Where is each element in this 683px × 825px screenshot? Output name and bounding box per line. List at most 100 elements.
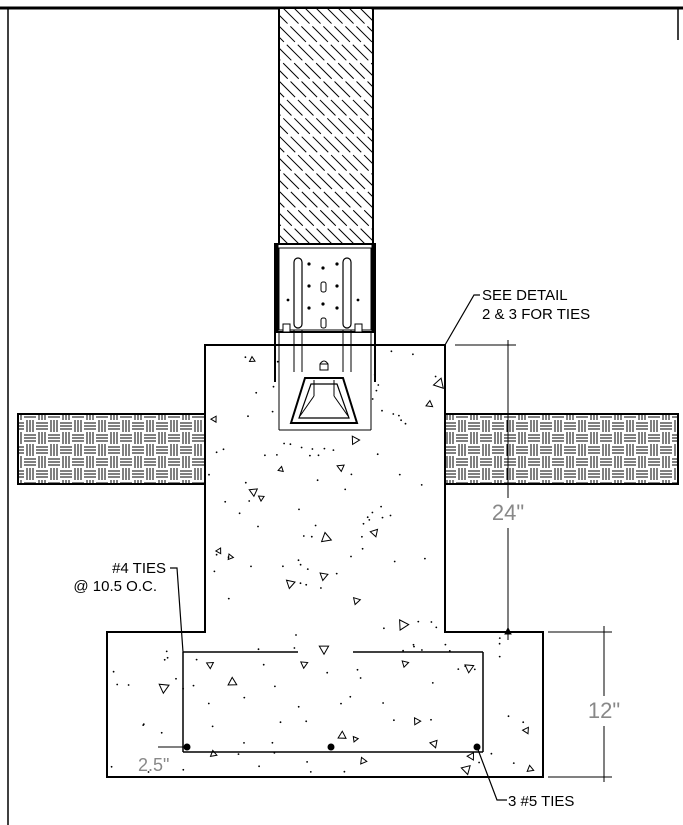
aggregate-stone xyxy=(158,683,170,695)
aggregate-speck xyxy=(160,731,163,734)
aggregate-speck xyxy=(250,565,252,568)
aggregate-speck xyxy=(237,753,240,755)
aggregate-speck xyxy=(507,715,510,718)
aggregate-speck xyxy=(335,572,338,575)
aggregate-speck xyxy=(381,516,384,519)
aggregate-speck xyxy=(430,718,432,721)
wood-grain-line xyxy=(304,8,373,77)
aggregate-speck xyxy=(255,391,258,394)
aggregate-speck xyxy=(389,514,392,517)
aggregate-stone xyxy=(320,531,333,543)
aggregate-speck xyxy=(402,649,404,652)
bottom-bars-note: 3 #5 TIES xyxy=(508,793,574,810)
aggregate-speck xyxy=(417,620,420,623)
concrete-footing xyxy=(106,344,544,778)
aggregate-speck xyxy=(377,384,380,386)
aggregate-speck xyxy=(297,705,300,708)
aggregate-speck xyxy=(361,547,364,550)
wood-grain-line xyxy=(279,47,373,143)
aggregate-speck xyxy=(165,650,168,653)
aggregate-speck xyxy=(116,683,119,686)
aggregate-speck xyxy=(412,643,415,646)
aggregate-speck xyxy=(371,511,374,514)
aggregate-stone xyxy=(464,664,475,674)
aggregate-stone xyxy=(285,579,296,590)
aggregate-speck xyxy=(243,696,246,699)
wood-grain-line xyxy=(315,8,373,66)
aggregate-speck xyxy=(248,500,251,502)
aggregate-speck xyxy=(498,642,501,645)
aggregate-speck xyxy=(421,649,423,651)
aggregate-speck xyxy=(295,634,297,636)
wood-grain-line xyxy=(359,8,373,22)
aggregate-speck xyxy=(247,415,249,418)
aggregate-speck xyxy=(110,765,113,768)
aggregate-speck xyxy=(300,446,303,449)
aggregate-speck xyxy=(314,524,317,527)
aggregate-stone xyxy=(337,730,347,739)
aggregate-speck xyxy=(258,765,260,768)
wood-grain-line xyxy=(279,113,373,209)
aggregate-speck xyxy=(293,647,296,649)
aggregate-speck xyxy=(306,568,309,570)
concrete-aggregate xyxy=(110,350,535,776)
aggregate-speck xyxy=(478,761,480,764)
aggregate-speck xyxy=(362,522,365,525)
wood-grain-line xyxy=(279,179,344,244)
aggregate-speck xyxy=(289,443,292,446)
wood-grain-line xyxy=(279,190,333,244)
aggregate-speck xyxy=(163,658,166,661)
aggregate-speck xyxy=(343,770,346,773)
aggregate-speck xyxy=(243,742,245,744)
rebar-dot-middle xyxy=(327,743,335,751)
aggregate-stone xyxy=(318,645,330,656)
aggregate-speck xyxy=(244,356,247,359)
aggregate-speck xyxy=(207,702,210,705)
aggregate-speck xyxy=(473,668,476,671)
aggregate-speck xyxy=(400,419,402,422)
wood-grain-line xyxy=(279,135,373,231)
aggregate-speck xyxy=(398,473,401,476)
aggregate-stone xyxy=(352,735,360,743)
aggregate-speck xyxy=(213,570,216,573)
aggregate-speck xyxy=(112,670,115,673)
wood-grain-line xyxy=(30,8,266,244)
aggregate-stone xyxy=(401,660,410,669)
aggregate-speck xyxy=(142,724,145,726)
aggregate-speck xyxy=(306,761,308,763)
aggregate-speck xyxy=(244,481,247,484)
aggregate-speck xyxy=(305,583,308,586)
wood-grain-line xyxy=(393,8,629,244)
aggregate-stone xyxy=(227,676,238,686)
aggregate-speck xyxy=(299,563,302,566)
aggregate-speck xyxy=(297,559,300,562)
wood-grain-line xyxy=(279,223,300,244)
aggregate-stone xyxy=(257,495,265,503)
aggregate-stone xyxy=(428,739,438,749)
aggregate-stone xyxy=(360,756,368,765)
aggregate-speck xyxy=(349,695,352,698)
dimension-12-mask xyxy=(576,696,632,726)
wood-grain-line xyxy=(279,36,373,132)
wood-grain-line xyxy=(279,168,355,244)
aggregate-speck xyxy=(356,668,359,671)
aggregate-speck xyxy=(430,621,433,623)
aggregate-speck xyxy=(309,454,311,457)
wood-grain-line xyxy=(279,157,366,244)
see-detail-note-line2: 2 & 3 FOR TIES xyxy=(482,306,590,323)
aggregate-speck xyxy=(435,626,438,629)
aggregate-speck xyxy=(282,565,284,568)
aggregate-speck xyxy=(393,719,395,722)
wood-post xyxy=(30,7,629,245)
ties-note-line1: #4 TIES xyxy=(112,560,166,577)
aggregate-speck xyxy=(208,473,210,476)
wood-grain-line xyxy=(382,8,618,244)
aggregate-speck xyxy=(195,658,198,661)
aggregate-stone xyxy=(299,661,309,670)
wood-grain-line xyxy=(279,201,322,244)
aggregate-speck xyxy=(340,702,342,705)
aggregate-speck xyxy=(381,409,383,412)
aggregate-stone xyxy=(209,415,217,424)
aggregate-speck xyxy=(211,725,214,728)
aggregate-stone xyxy=(214,547,222,555)
